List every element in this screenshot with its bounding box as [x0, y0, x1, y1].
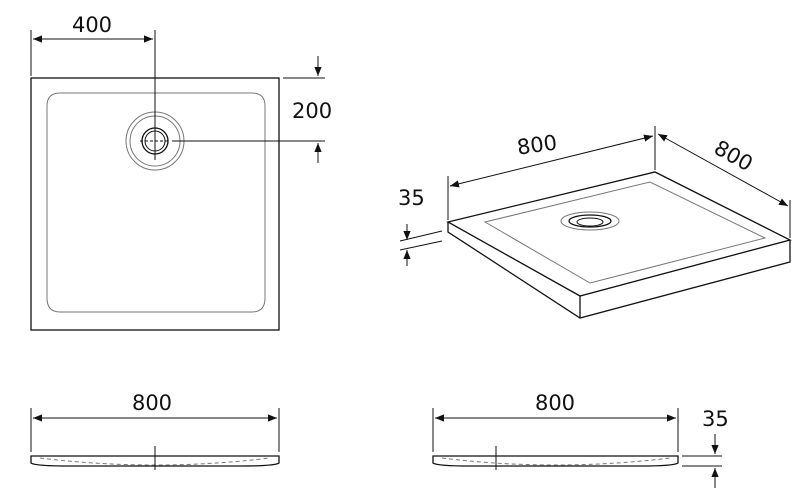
side-label-height: 35 [702, 407, 729, 431]
side-profile [432, 455, 679, 467]
iso-label-height: 35 [398, 186, 425, 210]
iso-label-width: 800 [710, 136, 757, 176]
iso-dimension-length: 800 [447, 126, 656, 220]
top-view: 400 200 [30, 13, 332, 331]
iso-dimension-height: 35 [398, 186, 443, 266]
dimension-drain-x: 400 [30, 13, 156, 160]
dimension-label-200: 200 [292, 99, 332, 123]
iso-drain-icon [560, 211, 620, 231]
front-label-length: 800 [132, 391, 172, 415]
iso-side-faces [447, 222, 791, 319]
iso-basin-outline [483, 181, 767, 284]
iso-dimension-width: 800 [657, 133, 791, 238]
isometric-view: 800 800 35 [398, 126, 792, 319]
basin-inner-outline [46, 92, 266, 313]
iso-top-face [446, 171, 792, 297]
dimension-label-400: 400 [72, 13, 112, 37]
side-view: 800 35 [432, 391, 729, 488]
iso-label-length: 800 [516, 130, 559, 159]
side-label-length: 800 [535, 391, 575, 415]
front-view: 800 [30, 391, 280, 470]
front-profile [30, 455, 280, 467]
dimension-drain-y: 200 [172, 56, 332, 163]
